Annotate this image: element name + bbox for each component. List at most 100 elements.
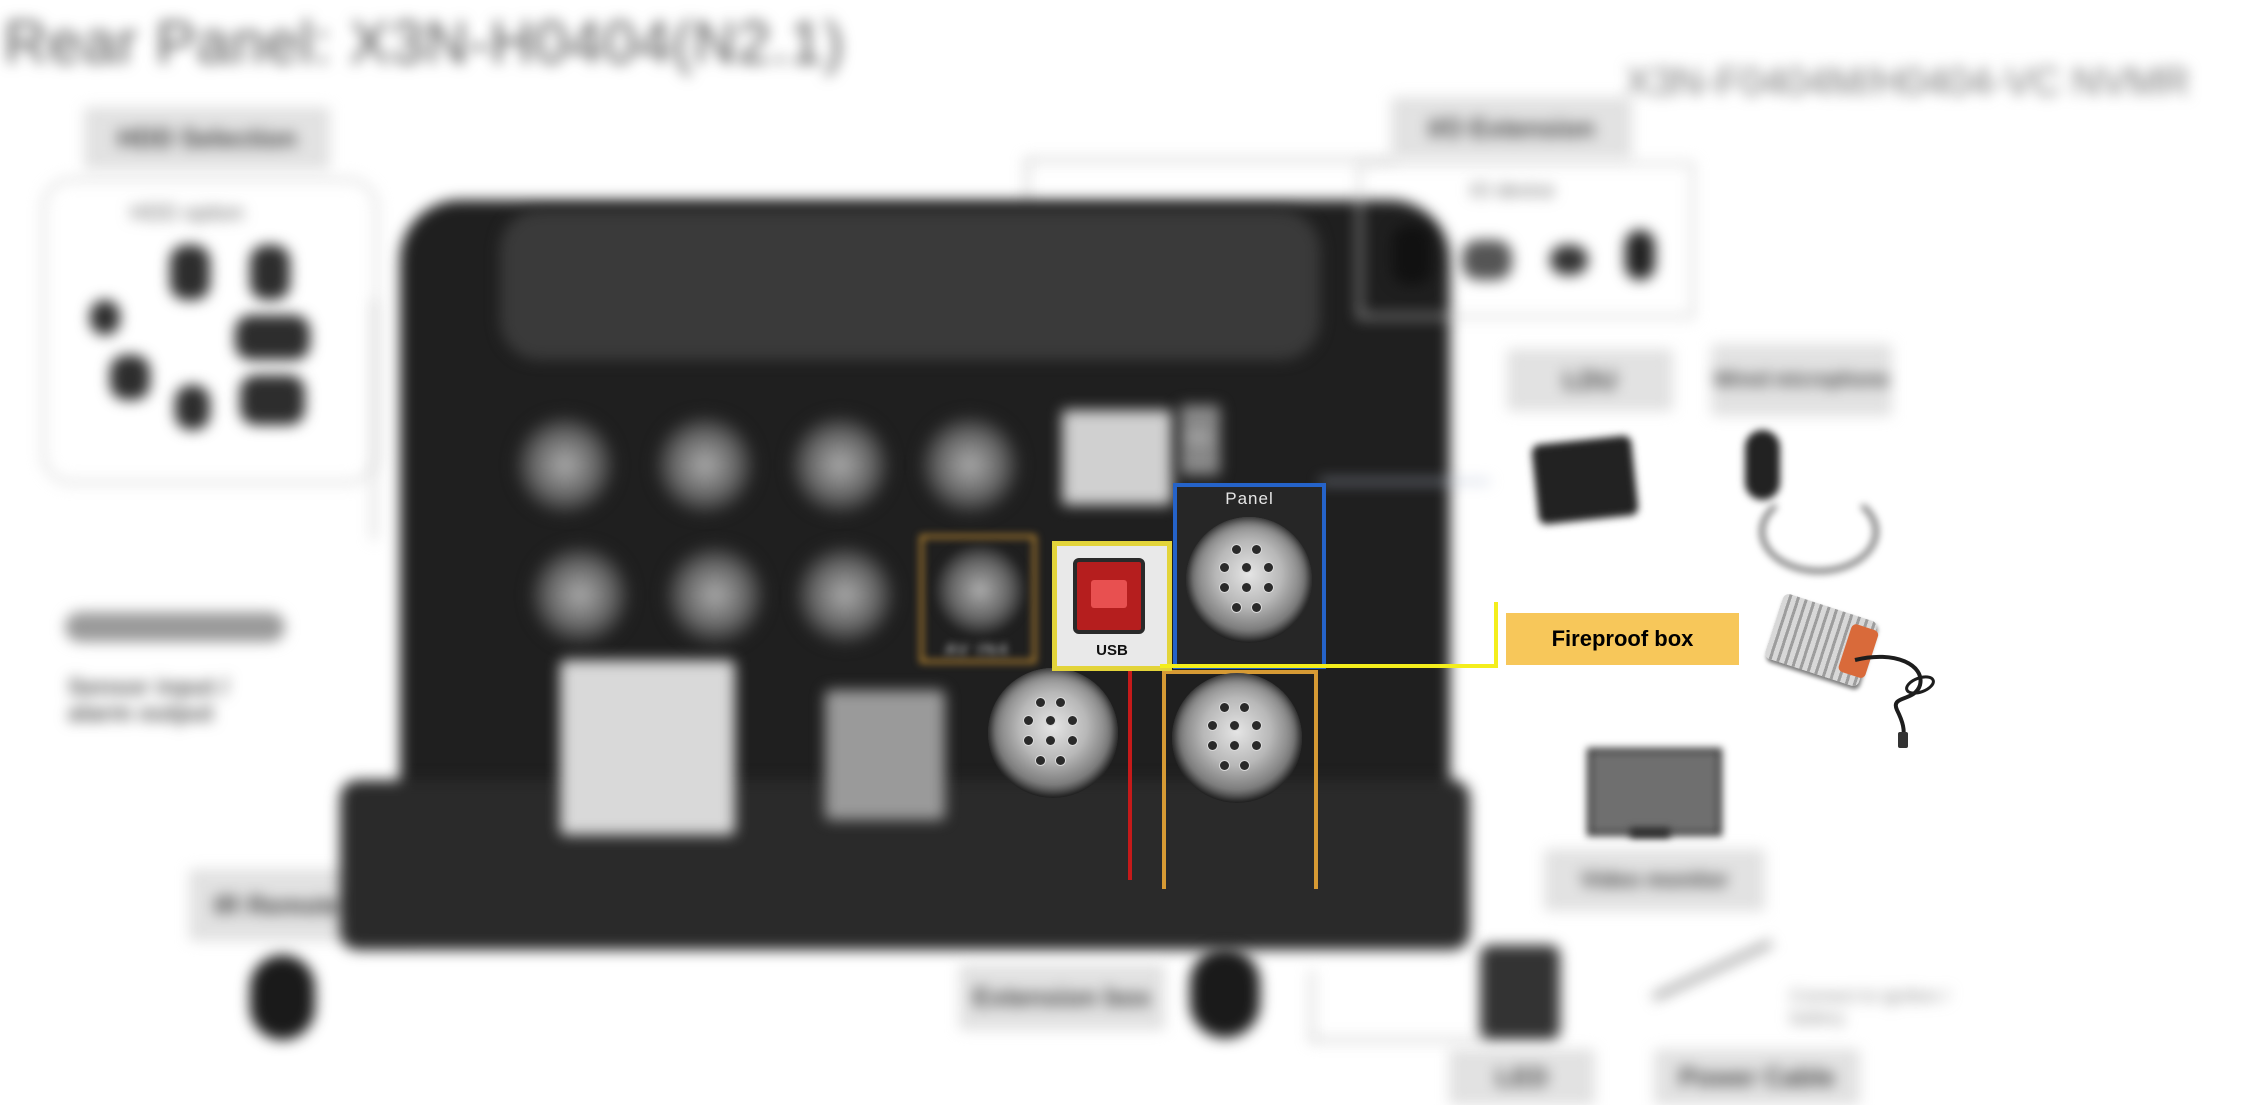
page-title: Rear Panel: X3N-H0404(N2.1) <box>4 9 845 76</box>
connector-line <box>1025 158 1395 162</box>
fireproof-box-label: Fireproof box <box>1506 613 1739 665</box>
connector-pin <box>1264 563 1273 572</box>
connector-pin <box>1056 698 1065 707</box>
av-in4-port <box>935 545 1025 635</box>
panel-port-label: Panel <box>1225 489 1274 508</box>
monitor-stand <box>1630 828 1670 838</box>
hdd-icon <box>240 375 305 425</box>
connector-pin <box>1036 698 1045 707</box>
connector-pin <box>1036 756 1045 765</box>
camera-port <box>795 545 895 645</box>
bottom-right-connector <box>1172 673 1302 803</box>
dvr-device-top <box>500 210 1320 360</box>
hdd-icon <box>175 385 210 430</box>
io-device-icon <box>1550 245 1588 275</box>
connector-pin <box>1264 583 1273 592</box>
hdd-icon <box>110 355 150 400</box>
panel-connector-line <box>1320 480 1490 483</box>
callout-line <box>1494 602 1498 668</box>
microphone-label: Wired microphone <box>1712 345 1891 415</box>
connector-pin <box>1240 703 1249 712</box>
red-highlight-outline <box>1128 660 1132 880</box>
connector-line <box>372 300 376 540</box>
connector-pin <box>1232 603 1241 612</box>
hdd-icon <box>170 245 210 300</box>
connector-pin <box>1230 741 1239 750</box>
extension-box-icon <box>1190 948 1260 1038</box>
ir-receiver-icon <box>250 955 315 1040</box>
io-extension-frame <box>1358 162 1694 318</box>
connector-pin <box>1024 736 1033 745</box>
extension-box-label: Extension box <box>960 965 1164 1029</box>
camera-port <box>920 415 1020 515</box>
io-extension-label: I/O Extension <box>1392 98 1631 158</box>
connector-line <box>1310 970 1314 1040</box>
connector-pin <box>1208 721 1217 730</box>
usb-socket-inner <box>1091 580 1127 608</box>
connector-pin <box>1046 736 1055 745</box>
fireproof-box-cable <box>1854 654 1935 748</box>
camera-port <box>665 545 765 645</box>
panel-port-box: Panel <box>1173 483 1326 669</box>
connector-pin <box>1024 716 1033 725</box>
camera-port <box>790 415 890 515</box>
bottom-left-connector <box>988 668 1118 798</box>
camera-port <box>530 545 630 645</box>
ethernet-port <box>1062 410 1172 505</box>
panel-connector <box>1186 517 1312 643</box>
power-cable-note: Connect to ignition / battery <box>1790 986 1950 1028</box>
hdd-tray <box>560 660 735 835</box>
connector-pin <box>1068 736 1077 745</box>
av-in4-outline <box>920 535 1036 663</box>
rs-label: RS <box>1188 430 1211 447</box>
connector-pin <box>1056 756 1065 765</box>
connector-pin <box>1220 583 1229 592</box>
usb-port-box: USB <box>1052 541 1172 671</box>
connector-pin <box>1230 721 1239 730</box>
usb-port-label: USB <box>1096 642 1128 659</box>
usb-socket <box>1073 558 1145 634</box>
connector-pin <box>1220 703 1229 712</box>
connector-pin <box>1252 603 1261 612</box>
hdd-option-label: HDD option <box>130 200 244 225</box>
hdd-icon <box>235 315 310 360</box>
connector-pin <box>1242 563 1251 572</box>
microphone-cord <box>1760 490 1878 573</box>
hdd-icon <box>250 245 290 300</box>
monitor-icon <box>1587 748 1722 836</box>
ldu-icon <box>1531 434 1639 526</box>
connector-line <box>1310 1038 1490 1042</box>
io-device-label: IO device <box>1470 180 1555 202</box>
connector-pin <box>1220 761 1229 770</box>
connector-line <box>1025 160 1029 220</box>
power-cable-label: Power Cable <box>1655 1050 1859 1104</box>
rs-port <box>1180 405 1220 475</box>
sensor-io-note: Sensor input / alarm output <box>68 674 229 727</box>
hdd-option-frame <box>42 178 378 484</box>
page-subtitle: X3N-F0404M/H0404-VC NVMR <box>1625 60 2190 104</box>
connector-pin <box>1252 741 1261 750</box>
connector-pin <box>1046 716 1055 725</box>
camera-port <box>515 415 615 515</box>
io-device-icon <box>1392 225 1432 285</box>
connector-pin <box>1220 563 1229 572</box>
hdd-selection-label: HDD Selection <box>85 108 329 168</box>
camera-port <box>655 415 755 515</box>
av-in4-label: AV IN4 <box>945 640 1010 659</box>
connector-pin <box>1252 545 1261 554</box>
connector-pin <box>1240 761 1249 770</box>
connector-pin <box>1208 741 1217 750</box>
led-icon <box>1480 945 1560 1040</box>
orange-highlight-outline <box>1162 670 1318 889</box>
hdd-icon <box>90 300 120 335</box>
monitor-label: Video monitor <box>1545 850 1764 910</box>
connector-pin <box>1252 721 1261 730</box>
ldu-label: LDU <box>1508 350 1672 410</box>
callout-line <box>1160 664 1496 668</box>
connector-pin <box>1242 583 1251 592</box>
connector-pin <box>1232 545 1241 554</box>
io-device-icon <box>1625 230 1655 280</box>
microphone-icon <box>1745 430 1780 500</box>
io-device-icon <box>1462 240 1512 280</box>
led-label: LED <box>1450 1050 1594 1104</box>
